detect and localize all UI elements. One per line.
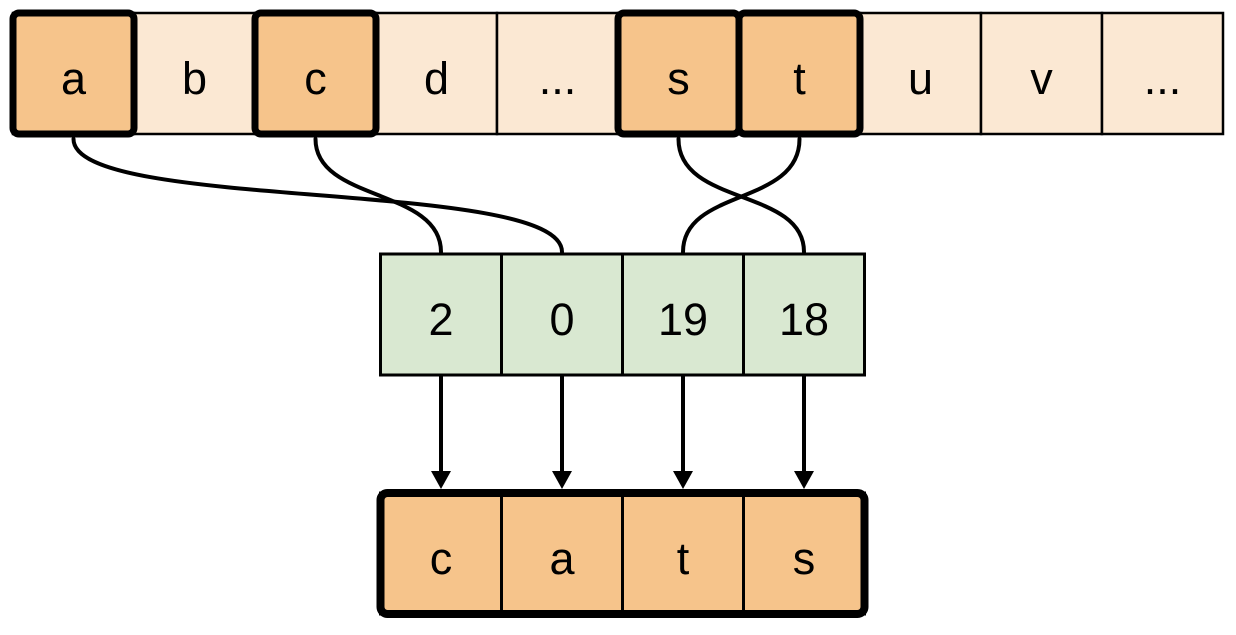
index-cell <box>742 252 866 377</box>
alphabet-row: a b c d ... s t u v ... <box>9 9 1225 138</box>
arrowhead-icon <box>794 471 814 489</box>
arrowhead-icon <box>673 471 693 489</box>
arrowhead-icon <box>552 471 572 489</box>
word-label: a <box>549 533 575 584</box>
alphabet-label-ellipsis: ... <box>1144 53 1182 104</box>
alphabet-label: u <box>908 53 933 104</box>
alphabet-label: v <box>1030 53 1053 104</box>
alphabet-cell-highlight-t <box>735 9 864 138</box>
alphabet-cell <box>979 11 1104 136</box>
index-to-word-arrows <box>431 376 814 489</box>
index-cell <box>500 252 624 377</box>
alphabet-label: a <box>61 53 87 104</box>
alphabet-label: s <box>667 53 690 104</box>
alphabet-label-ellipsis: ... <box>539 53 577 104</box>
alphabet-label: b <box>182 53 207 104</box>
alphabet-cell-highlight-c <box>251 9 380 138</box>
word-label: c <box>430 533 453 584</box>
index-label: 2 <box>428 294 453 345</box>
letter-to-index-curves <box>71 137 806 254</box>
alphabet-cell-ellipsis <box>1100 11 1225 136</box>
alphabet-cell <box>132 11 257 136</box>
curve-t-to-19 <box>681 137 802 254</box>
alphabet-label: t <box>793 53 806 104</box>
arrowhead-icon <box>431 471 451 489</box>
index-cell <box>379 252 503 377</box>
index-row: 2 0 19 18 <box>379 252 866 377</box>
word-row-outline <box>376 489 869 618</box>
curve-c-to-2 <box>313 137 443 254</box>
word-row: c a t s <box>376 489 869 618</box>
index-label: 19 <box>658 294 708 345</box>
alphabet-label: d <box>424 53 449 104</box>
word-label: s <box>793 533 816 584</box>
index-cell <box>621 252 745 377</box>
curve-a-to-0 <box>71 137 564 254</box>
alphabet-cell-ellipsis <box>495 11 620 136</box>
alphabet-label: c <box>304 53 327 104</box>
word-label: t <box>677 533 690 584</box>
index-label: 0 <box>549 294 574 345</box>
alphabet-cell-highlight-a <box>9 9 138 138</box>
index-label: 18 <box>779 294 829 345</box>
